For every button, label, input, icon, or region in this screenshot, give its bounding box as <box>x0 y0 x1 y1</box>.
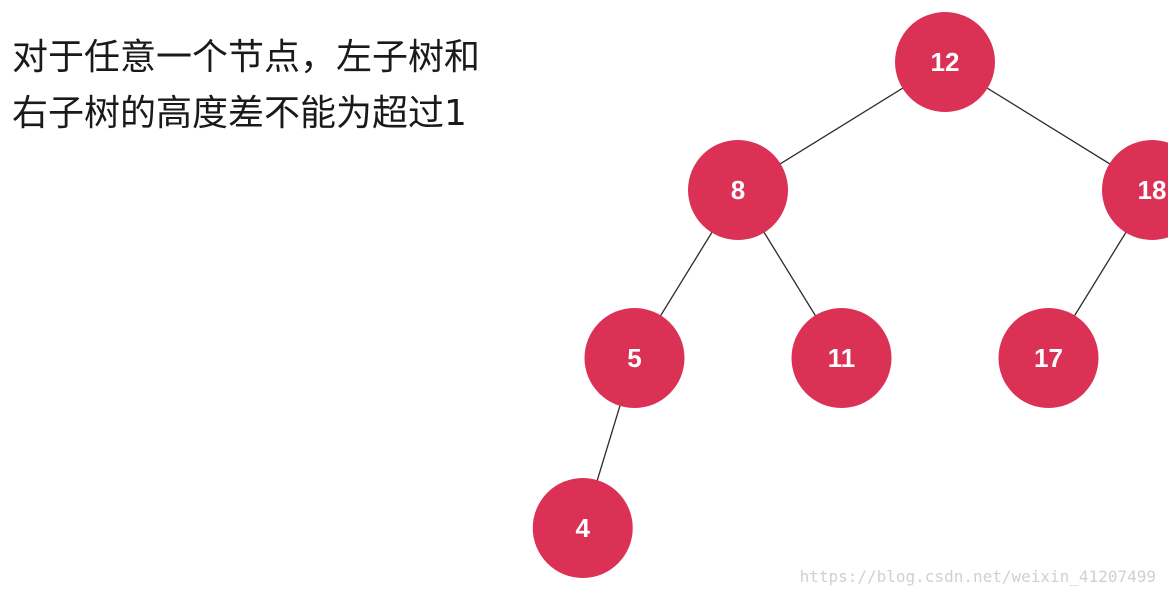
tree-node-12: 12 <box>895 12 995 112</box>
tree-node-circle <box>1102 140 1168 240</box>
tree-node-circle <box>791 308 892 408</box>
tree-edges <box>582 61 1153 529</box>
tree-node-circle <box>532 478 633 578</box>
tree-node-label: 4 <box>576 513 591 543</box>
caption-line-2: 右子树的高度差不能为超过1 <box>12 93 467 134</box>
watermark: https://blog.csdn.net/weixin_41207499 <box>799 567 1156 586</box>
tree-node-17: 17 <box>998 308 1099 408</box>
tree-node-circle <box>584 308 685 408</box>
caption-line-1: 对于任意一个节点，左子树和 <box>12 37 481 78</box>
tree-node-label: 12 <box>931 47 960 77</box>
tree-nodes: 12 8 18 5 11 17 4 <box>532 12 1168 578</box>
tree-node-circle <box>998 308 1099 408</box>
tree-node-label: 11 <box>828 343 856 373</box>
tree-node-label: 5 <box>627 343 641 373</box>
caption: 对于任意一个节点，左子树和 右子树的高度差不能为超过1 <box>12 30 480 142</box>
tree-node-circle <box>688 140 788 240</box>
tree-node-8: 8 <box>688 140 788 240</box>
tree-node-label: 18 <box>1138 175 1167 205</box>
tree-node-11: 11 <box>791 308 892 408</box>
tree-node-label: 8 <box>731 175 745 205</box>
tree-node-label: 17 <box>1034 343 1063 373</box>
tree-node-18: 18 <box>1102 140 1168 240</box>
tree-node-4: 4 <box>532 478 633 578</box>
tree-node-circle <box>895 12 995 112</box>
tree-node-5: 5 <box>584 308 685 408</box>
